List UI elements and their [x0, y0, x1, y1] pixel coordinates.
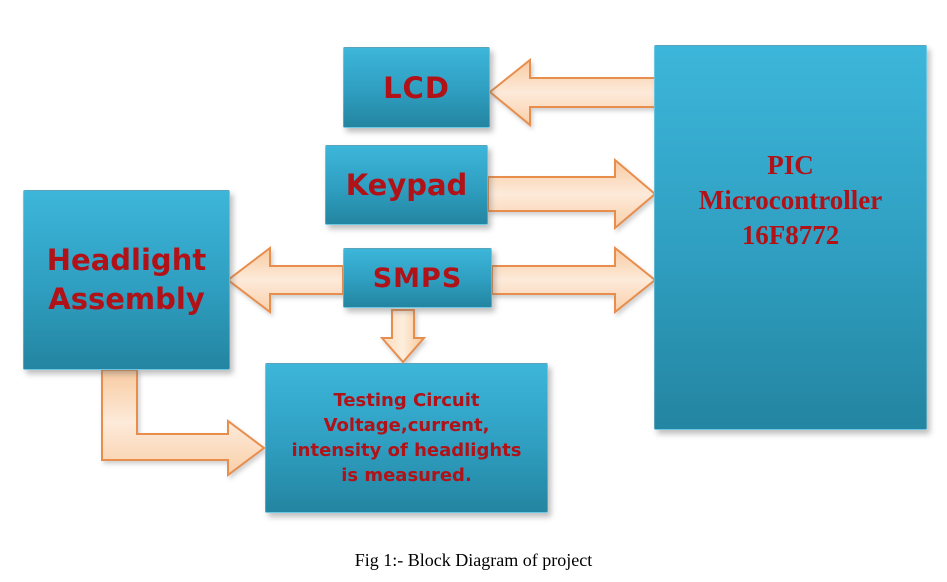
arrow-smps-to-pic	[491, 245, 657, 315]
figure-caption: Fig 1:- Block Diagram of project	[354, 550, 593, 570]
box-testing-label-line4: is measured.	[341, 465, 472, 486]
arrow-headlight-to-testing	[101, 369, 266, 477]
box-lcd-label: LCD	[383, 70, 450, 105]
arrow-keypad-to-pic	[487, 157, 657, 231]
box-pic-label-line3: 16F8772	[741, 220, 840, 250]
box-pic-microcontroller: PIC Microcontroller 16F8772	[654, 45, 927, 430]
box-smps-label: SMPS	[372, 262, 463, 294]
box-headlight-assembly: Headlight Assembly	[23, 190, 230, 370]
box-keypad: Keypad	[325, 145, 488, 225]
box-pic-label-line2: Microcontroller	[698, 185, 883, 215]
box-testing-circuit: Testing Circuit Voltage,current, intensi…	[265, 363, 548, 513]
box-smps: SMPS	[343, 248, 492, 308]
box-lcd: LCD	[343, 47, 490, 128]
box-headlight-label-line2: Assembly	[48, 282, 205, 316]
box-headlight-label-line1: Headlight	[46, 243, 207, 277]
box-pic-label-line1: PIC	[767, 150, 814, 180]
box-testing-label-line3: intensity of headlights	[291, 440, 522, 461]
box-testing-label-line2: Voltage,current,	[323, 415, 490, 436]
box-keypad-label: Keypad	[345, 168, 468, 202]
arrow-pic-to-lcd	[488, 57, 656, 128]
box-testing-label-line1: Testing Circuit	[333, 390, 480, 411]
arrow-smps-to-headlight	[226, 245, 344, 315]
arrow-smps-to-testing	[379, 309, 427, 364]
